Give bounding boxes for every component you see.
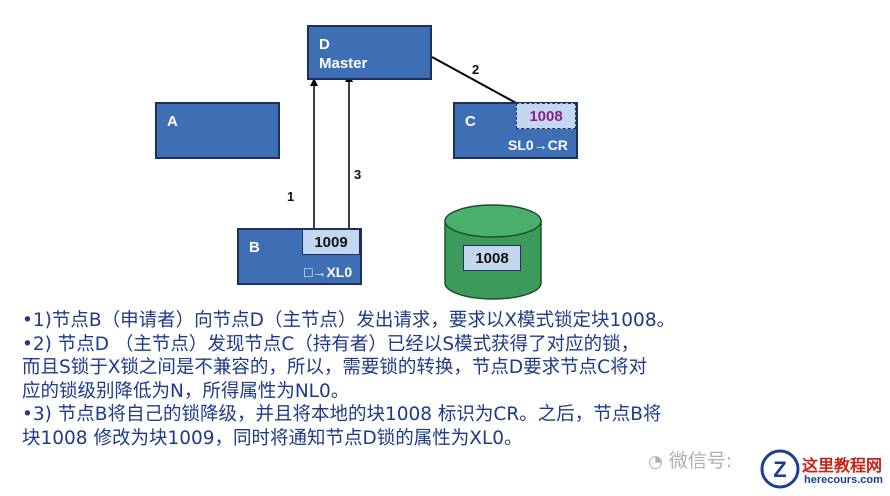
- node-d-master: D Master: [307, 25, 432, 80]
- edge-d-to-c: [431, 56, 519, 105]
- edge-label-2: 2: [472, 62, 480, 77]
- node-c: C SL0→CR: [453, 102, 578, 159]
- node-c-label: C: [465, 113, 476, 130]
- node-b-label: B: [249, 239, 260, 256]
- node-d-label: D Master: [319, 35, 367, 73]
- node-a-label: A: [167, 113, 178, 130]
- description-line: 而且S锁于X锁之间是不兼容的，所以，需要锁的转换，节点D要求节点C将对: [22, 357, 648, 378]
- logo-mark-icon: Z: [760, 449, 800, 489]
- arrowhead-b-to-d: [310, 78, 318, 86]
- logo-title: 这里教程网: [802, 456, 883, 475]
- node-d-letter: D: [319, 36, 330, 53]
- logo-mark-letter: Z: [773, 457, 786, 482]
- site-logo[interactable]: Z 这里教程网 herecours.com: [760, 447, 888, 493]
- wechat-icon: ◔: [648, 452, 663, 472]
- description-line: •3) 节点B将自己的锁降级，并且将本地的块1008 标识为CR。之后，节点B将: [22, 404, 662, 425]
- node-d-role: Master: [319, 55, 368, 72]
- description-line: •1)节点B（申请者）向节点D（主节点）发出请求，要求以X模式锁定块1008。: [22, 310, 676, 331]
- watermark: ◔ 微信号:: [648, 446, 732, 473]
- node-c-block: 1008: [516, 103, 576, 129]
- description-line: 块1008 修改为块1009，同时将通知节点D锁的属性为XL0。: [22, 427, 523, 449]
- node-c-status: SL0→CR: [508, 137, 568, 153]
- description-line: 应的锁级别降低为N，所得属性为NL0。: [22, 380, 350, 402]
- node-b-block: 1009: [302, 229, 360, 255]
- edges-layer: [310, 56, 519, 228]
- node-a: A: [155, 102, 280, 159]
- edge-label-3: 3: [354, 167, 362, 182]
- edge-label-1: 1: [287, 189, 295, 204]
- node-b-status: □→XL0: [304, 264, 353, 280]
- description-line: •2) 节点D （主节点）发现节点C（持有者）已经以S模式获得了对应的锁，: [22, 333, 640, 355]
- description-text: •1)节点B（申请者）向节点D（主节点）发出请求，要求以X模式锁定块1008。 …: [22, 309, 862, 450]
- disk-block: 1008: [463, 245, 521, 271]
- watermark-text: 微信号:: [668, 450, 733, 472]
- logo-url: herecours.com: [804, 474, 883, 486]
